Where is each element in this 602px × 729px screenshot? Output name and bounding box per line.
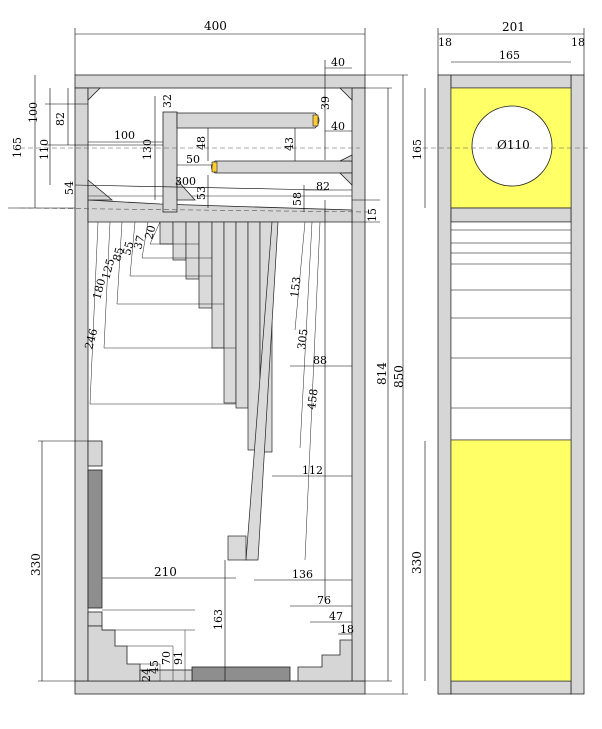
fin-dim-125: 125: [99, 257, 117, 281]
side-view: [74, 74, 366, 695]
fin-dim-246: 246: [82, 327, 100, 351]
dim-110: 110: [38, 139, 51, 160]
front-shelf: [450, 207, 572, 223]
fin-dim-85: 85: [110, 246, 126, 263]
dim-91: 91: [172, 651, 185, 665]
dim-40-top: 40: [331, 56, 345, 69]
dim-210: 210: [154, 565, 177, 579]
dim-88: 88: [313, 354, 327, 367]
dim-43: 43: [283, 137, 296, 151]
brace-top-left: [87, 87, 101, 101]
dim-136: 136: [292, 568, 313, 581]
front-wall-left-dim: 18: [438, 36, 452, 49]
dim-40-mid: 40: [331, 120, 345, 133]
side-top-panel: [74, 74, 366, 89]
dim-50: 50: [186, 153, 200, 166]
dim-112: 112: [302, 464, 323, 477]
fin-dim-37: 37: [131, 234, 147, 251]
front-height-bottom-dim: 330: [410, 551, 424, 574]
fin-dim-180: 180: [90, 277, 108, 301]
upper-tube: [176, 112, 320, 129]
brace-top-right: [339, 87, 353, 101]
dim-100-left: 100: [27, 102, 40, 123]
lower-tube: [211, 160, 353, 174]
dim-total-height: 850: [392, 365, 406, 388]
bottom-right-steps: [297, 639, 353, 682]
side-front-panel: [74, 87, 89, 682]
dim-47: 47: [329, 610, 343, 623]
bottom-left-steps: [87, 625, 141, 682]
dim-163: 163: [212, 609, 225, 630]
top-divider: [162, 111, 178, 213]
front-left-wall: [437, 74, 452, 695]
dim-300: 300: [175, 175, 196, 188]
dim-100-inner: 100: [114, 129, 135, 142]
dim-53: 53: [195, 186, 208, 200]
front-right-wall: [570, 74, 585, 695]
side-dimensions: 400 850 814 40 39 40 32 165 100 110 82 5…: [8, 19, 408, 695]
dim-76: 76: [317, 594, 331, 607]
bottom-left-damper: [87, 469, 103, 609]
fin-dim-458: 458: [305, 388, 320, 410]
driver-cutout: [471, 105, 553, 187]
front-width-dim: 201: [502, 20, 525, 34]
top-divider-brace: [176, 178, 196, 201]
fin-dim-153: 153: [288, 276, 303, 298]
fin-dim-55: 55: [120, 240, 136, 257]
front-lower-damping: [450, 439, 572, 682]
dim-82-left: 82: [54, 112, 67, 126]
dim-width: 400: [204, 19, 227, 33]
front-top-panel: [450, 74, 572, 89]
dim-15: 15: [366, 208, 379, 222]
dim-inner-height: 814: [375, 362, 389, 385]
driver-diameter-label: Ø110: [497, 138, 530, 152]
dim-39: 39: [319, 96, 332, 110]
front-view: Ø110 201 18 18 165 165 330: [410, 20, 590, 695]
dim-32: 32: [161, 94, 174, 108]
dim-82-right: 82: [316, 180, 330, 193]
right-brace-low: [339, 172, 353, 186]
front-inner-width-dim: 165: [499, 49, 520, 62]
dim-48: 48: [195, 136, 208, 150]
sloped-shelf: [87, 199, 353, 223]
front-bottom-panel: [450, 680, 572, 695]
right-brace-mid: [339, 154, 353, 162]
dim-45: 45: [148, 660, 161, 674]
side-back-panel: [351, 87, 366, 682]
dim-70: 70: [160, 651, 173, 665]
dim-18-bottom: 18: [340, 623, 354, 636]
dim-58: 58: [291, 192, 304, 206]
fin-dim-20: 20: [142, 224, 158, 241]
fin-stack: [159, 221, 279, 561]
shelf-left-brace: [87, 179, 114, 201]
front-wall-right-dim: 18: [571, 36, 585, 49]
dim-330-side: 330: [29, 553, 43, 576]
dim-54: 54: [63, 181, 76, 195]
dim-24: 24: [140, 668, 153, 682]
front-height-top-dim: 165: [411, 139, 424, 160]
floor-damper: [191, 666, 291, 682]
bottom-left-box: [87, 440, 103, 467]
dim-165: 165: [11, 137, 24, 158]
side-bottom-panel: [74, 680, 366, 695]
dim-130: 130: [141, 139, 154, 160]
fin-dim-305: 305: [295, 328, 310, 350]
front-fin-lines: [451, 229, 571, 409]
